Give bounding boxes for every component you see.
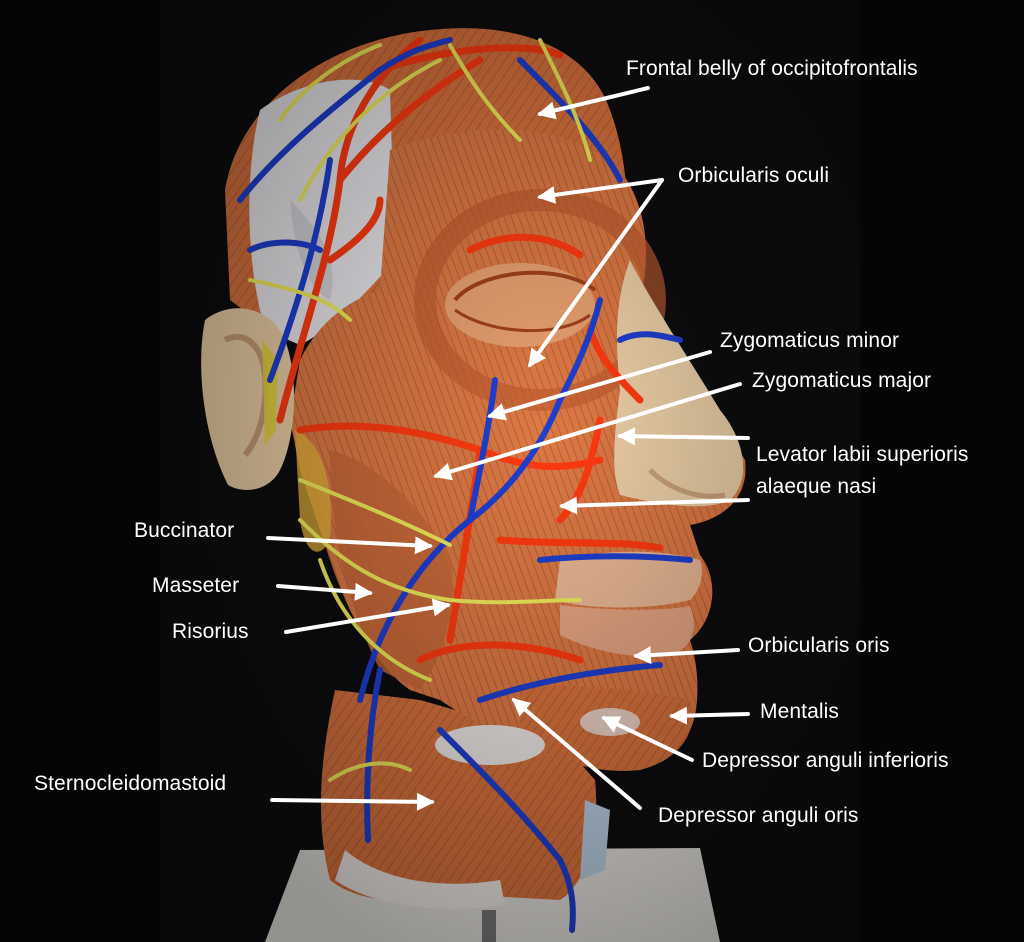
label-depressor-anguli-oris: Depressor anguli oris: [658, 804, 859, 827]
label-sternocleidomastoid: Sternocleidomastoid: [34, 772, 227, 795]
label-zygomaticus-major: Zygomaticus major: [752, 369, 932, 392]
label-levator-line1: Levator labii superioris: [756, 443, 969, 466]
label-orbicularis-oris: Orbicularis oris: [748, 634, 890, 657]
label-orbicularis-oculi: Orbicularis oculi: [678, 164, 830, 187]
label-masseter: Masseter: [152, 574, 240, 597]
label-buccinator: Buccinator: [134, 519, 235, 542]
label-mentalis: Mentalis: [760, 700, 839, 723]
label-risorius: Risorius: [172, 620, 249, 643]
label-levator-line2: alaeque nasi: [756, 475, 877, 498]
label-zygomaticus-minor: Zygomaticus minor: [720, 329, 900, 352]
label-frontal-belly: Frontal belly of occipitofrontalis: [626, 57, 918, 80]
label-depressor-anguli-inferioris: Depressor anguli inferioris: [702, 749, 949, 772]
